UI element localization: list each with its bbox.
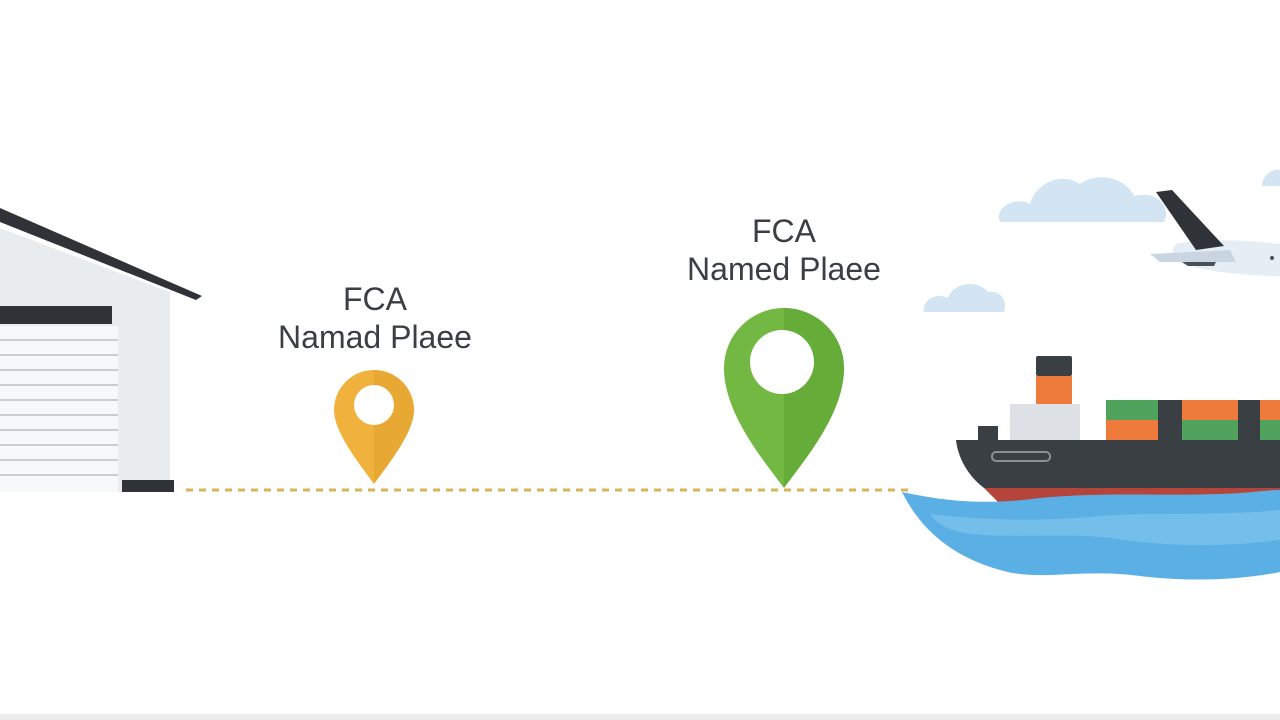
airplane-icon [1150, 190, 1280, 276]
marker-label-term: FCA [342, 281, 407, 317]
marker-label-place: Named Plaee [687, 251, 881, 287]
marker-label-term: FCA [751, 213, 816, 249]
cloud-icon [923, 284, 1006, 312]
map-pin-icon [334, 370, 414, 484]
bottom-border [0, 714, 1280, 720]
map-pin-icon [724, 308, 844, 488]
cloud-icon [998, 177, 1167, 222]
marker-label: FCA Named Plaee [687, 212, 881, 288]
marker-label: FCA Namad Plaee [278, 280, 472, 356]
warehouse-icon [0, 208, 202, 492]
marker-label-place: Namad Plaee [278, 319, 472, 355]
water-wave-icon [902, 490, 1280, 580]
cloud-icon [1262, 169, 1280, 186]
cargo-ship-icon [956, 356, 1280, 504]
